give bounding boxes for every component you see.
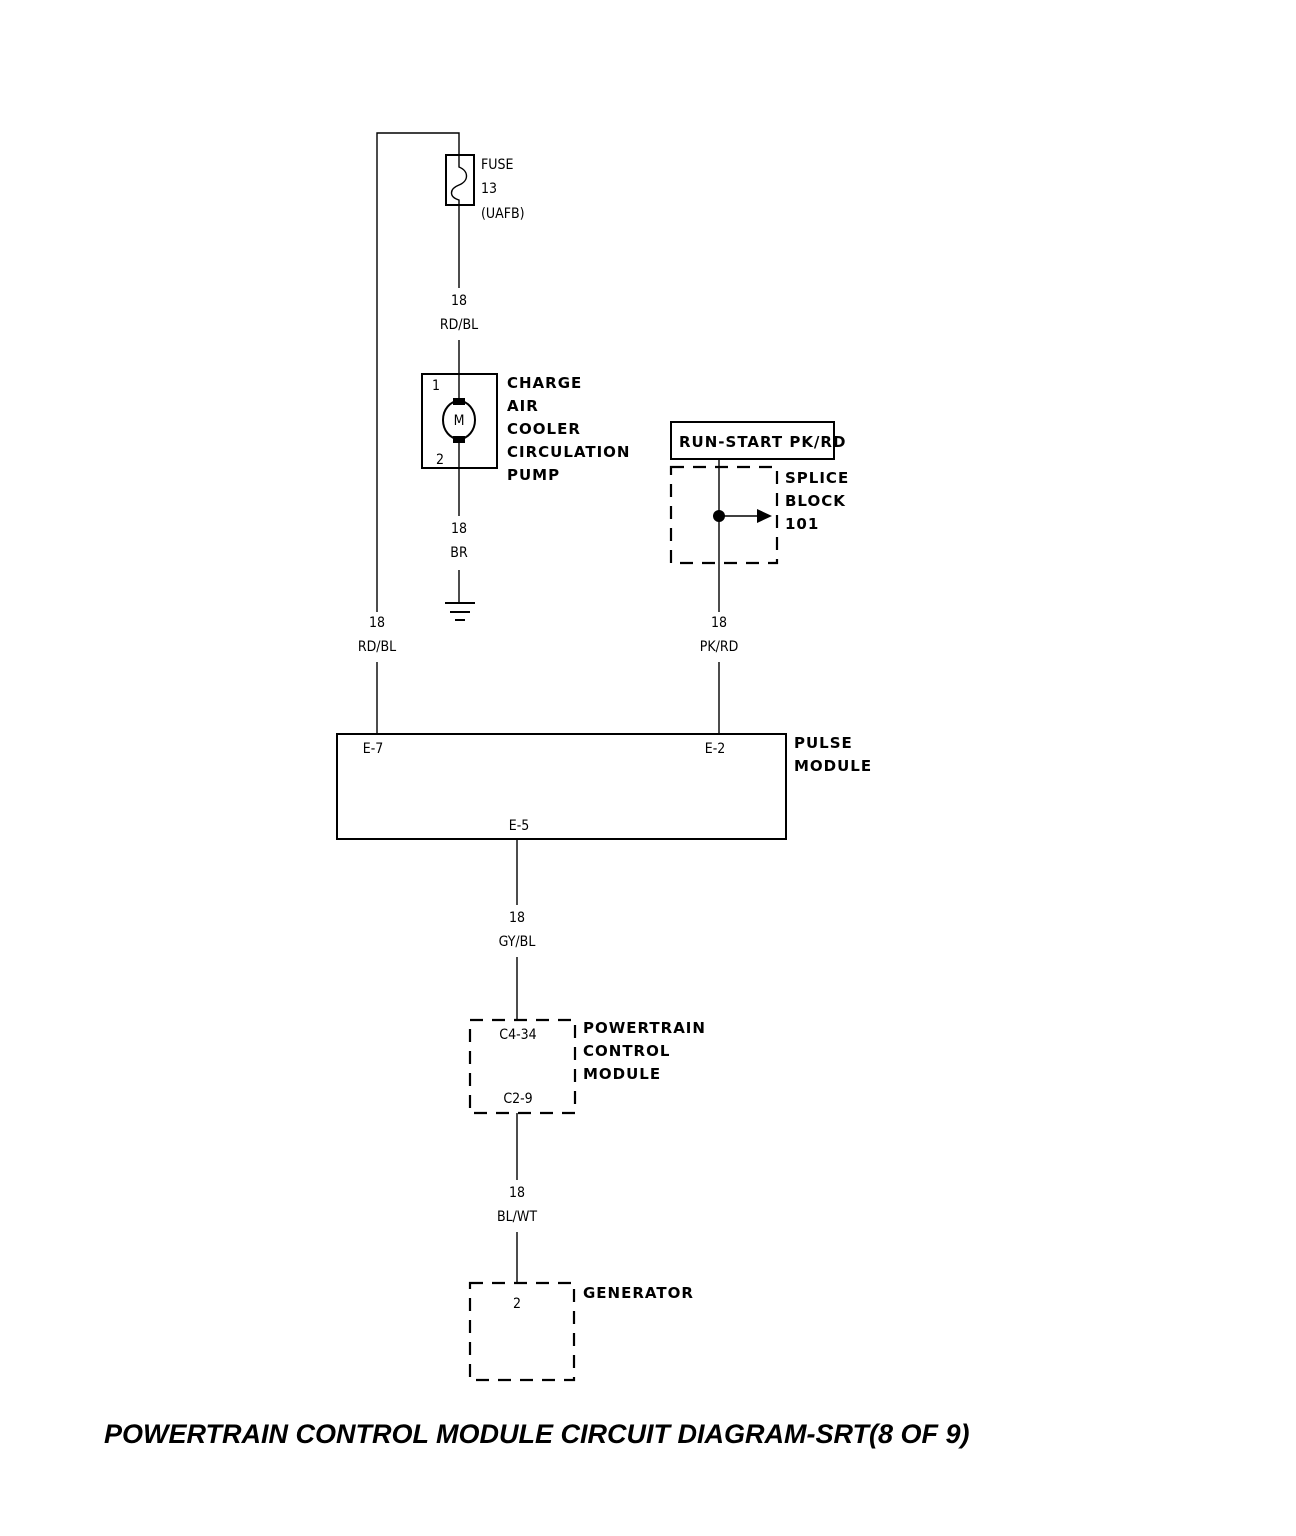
fuse-element-icon [450, 155, 468, 205]
wire-color: RD/BL [358, 639, 396, 655]
wire-pcm-to-generator: 18 BL/WT [497, 1113, 537, 1283]
wire-gauge: 18 [509, 910, 525, 926]
pump-name-line: PUMP [507, 466, 560, 484]
diagram-title: POWERTRAIN CONTROL MODULE CIRCUIT DIAGRA… [104, 1419, 970, 1449]
wire-color: PK/RD [700, 639, 739, 655]
pulse-pin-e5: E-5 [509, 818, 530, 834]
wire-gauge: 18 [369, 615, 385, 631]
fuse-13: FUSE 13 (UAFB) [445, 154, 525, 222]
pulse-name-line: PULSE [794, 734, 853, 752]
pcm-name-line: CONTROL [583, 1042, 670, 1060]
pcm-pin-c2-9: C2-9 [503, 1091, 532, 1107]
pcm-name-line: POWERTRAIN [583, 1019, 706, 1037]
charge-air-cooler-pump: M 1 2 CHARGE AIR COOLER CIRCULATION PUMP [421, 373, 630, 484]
splice-name-line: SPLICE [785, 469, 849, 487]
wire-gauge: 18 [509, 1185, 525, 1201]
run-start-label-box: RUN-START PK/RD [670, 421, 846, 460]
pump-name-line: CHARGE [507, 374, 582, 392]
pcm-name-line: MODULE [583, 1065, 661, 1083]
splice-block-101: SPLICE BLOCK 101 [669, 459, 849, 612]
wire-color: BR [450, 545, 468, 561]
run-start-label: RUN-START PK/RD [679, 433, 846, 451]
wire-gauge: 18 [451, 293, 467, 309]
arrow-right-icon [757, 509, 772, 523]
pulse-pin-e2: E-2 [705, 741, 726, 757]
ground-icon [445, 602, 475, 621]
pump-name-line: CIRCULATION [507, 443, 630, 461]
powertrain-control-module: C4-34 C2-9 POWERTRAIN CONTROL MODULE [468, 1018, 706, 1115]
wire-left-to-pulse: 18 RD/BL [358, 615, 396, 655]
wire-gauge: 18 [711, 615, 727, 631]
pulse-name-line: MODULE [794, 757, 872, 775]
wire-color: RD/BL [440, 317, 478, 333]
fuse-label: FUSE [481, 157, 513, 173]
splice-name-line: BLOCK [785, 492, 846, 510]
wire-gauge: 18 [451, 521, 467, 537]
wire-pump-to-ground: 18 BR [450, 468, 468, 602]
wire-color: GY/BL [499, 934, 536, 950]
pump-name-line: COOLER [507, 420, 581, 438]
generator-pin-2: 2 [513, 1296, 521, 1312]
pump-pin-1: 1 [432, 378, 440, 394]
wire-splice-to-pulse: 18 PK/RD [700, 615, 739, 734]
generator-name: GENERATOR [583, 1284, 694, 1302]
pcm-pin-c4-34: C4-34 [499, 1027, 536, 1043]
wire-pulse-to-pcm: 18 GY/BL [499, 839, 536, 1020]
pulse-module: E-7 E-2 E-5 PULSE MODULE [336, 733, 872, 840]
wire-fuse-to-pump: 18 RD/BL [440, 205, 478, 374]
wire-color: BL/WT [497, 1209, 537, 1225]
pulse-pin-e7: E-7 [363, 741, 384, 757]
fuse-type: (UAFB) [481, 206, 525, 222]
generator: 2 GENERATOR [468, 1281, 694, 1382]
pump-name-line: AIR [507, 397, 539, 415]
motor-icon [442, 400, 476, 440]
feed-wire-left [376, 132, 460, 734]
pump-pin-2: 2 [436, 452, 444, 468]
fuse-number: 13 [481, 181, 497, 197]
splice-name-line: 101 [785, 515, 819, 533]
motor-symbol: M [454, 413, 465, 429]
